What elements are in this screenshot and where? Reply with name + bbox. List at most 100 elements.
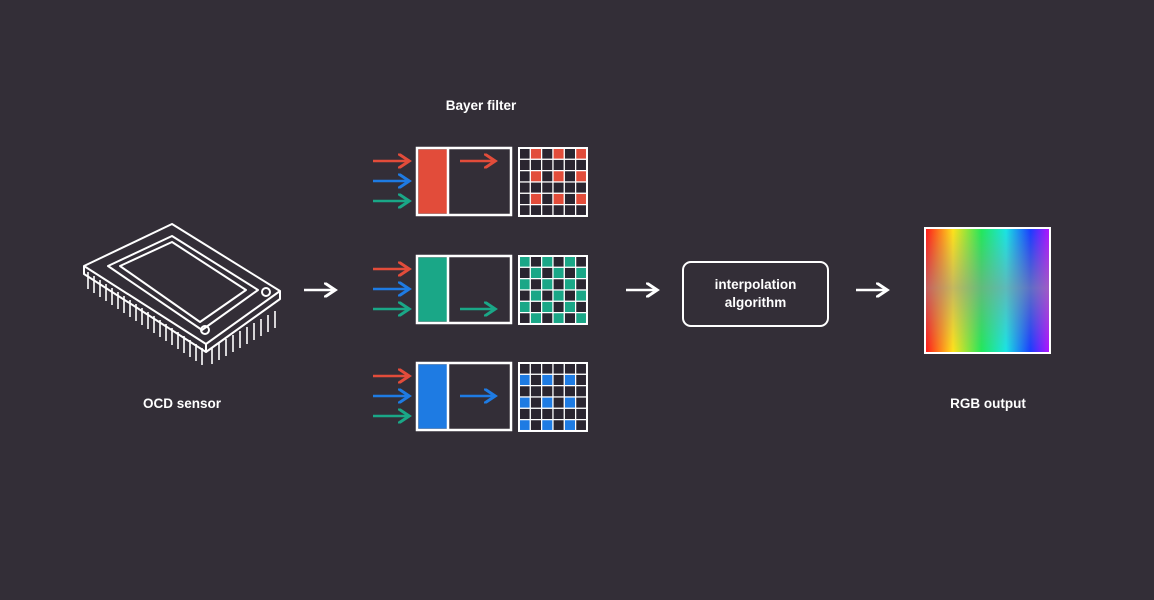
green-mosaic-cell	[563, 289, 577, 302]
green-mosaic-cell	[529, 300, 543, 314]
red-mosaic-cell	[518, 147, 531, 160]
blue-mosaic-cell	[518, 419, 531, 432]
blue-mosaic-cell	[541, 385, 554, 398]
green-mosaic-cell	[518, 278, 531, 291]
blue-mosaic-cell	[575, 407, 588, 421]
red-mosaic-cell	[541, 147, 554, 160]
green-mosaic-cell	[529, 312, 543, 325]
filter-row-red	[373, 146, 588, 217]
filter-row-green	[373, 254, 588, 325]
green-mosaic-cell	[563, 312, 577, 325]
red-mosaic-cell	[552, 192, 565, 206]
green-mosaic-cell	[575, 312, 588, 325]
green-mosaic-cell	[552, 312, 565, 325]
blue-mosaic-cell	[541, 419, 554, 432]
algorithm-label-line1: interpolation	[714, 277, 797, 292]
blue-mosaic-cell	[529, 407, 543, 421]
green-mosaic-cell	[541, 312, 554, 325]
green-mosaic-cell	[563, 278, 577, 291]
blue-mosaic-cell	[575, 419, 588, 432]
red-mosaic-cell	[541, 158, 554, 172]
blue-mosaic-cell	[552, 407, 565, 421]
red-mosaic-cell	[529, 147, 543, 160]
red-mosaic-cell	[541, 170, 554, 183]
green-mosaic-cell	[552, 278, 565, 291]
blue-mosaic-cell	[518, 396, 531, 409]
red-mosaic-cell	[518, 170, 531, 183]
blue-mosaic-cell	[529, 385, 543, 398]
blue-mosaic-cell	[541, 373, 554, 387]
blue-mosaic-cell	[541, 396, 554, 409]
green-mosaic-cell	[575, 266, 588, 280]
red-mosaic-cell	[518, 192, 531, 206]
green-mosaic-cell	[541, 278, 554, 291]
red-mosaic-cell	[552, 204, 565, 217]
red-mosaic-border	[518, 147, 588, 217]
green-mosaic-cell	[575, 278, 588, 291]
blue-mosaic-cell	[575, 385, 588, 398]
rgb-shade-gradient	[926, 229, 1049, 352]
red-mosaic-cell	[518, 204, 531, 217]
red-mosaic-cell	[529, 204, 543, 217]
green-mosaic-cell	[541, 266, 554, 280]
red-mosaic-cell	[529, 170, 543, 183]
blue-mosaic-cell	[529, 419, 543, 432]
algorithm-label-line2: algorithm	[724, 295, 787, 310]
green-mosaic-cell	[518, 312, 531, 325]
red-mosaic-cell	[529, 158, 543, 172]
rgb-output-label: RGB output	[950, 396, 1026, 411]
green-mosaic-cell	[563, 255, 577, 268]
red-mosaic-cell	[563, 170, 577, 183]
blue-mosaic-cell	[575, 362, 588, 375]
red-filter-color-strip	[418, 149, 448, 214]
interpolation-algorithm-box: interpolation algorithm	[682, 261, 829, 327]
green-mosaic-cell	[529, 255, 543, 268]
blue-mosaic-cell	[552, 396, 565, 409]
green-mosaic-cell	[518, 266, 531, 280]
blue-mosaic-cell	[529, 362, 543, 375]
blue-filter-box	[415, 361, 513, 432]
blue-mosaic-cell	[563, 385, 577, 398]
red-mosaic-cell	[575, 147, 588, 160]
red-mosaic-cell	[563, 181, 577, 194]
blue-mosaic-cell	[518, 373, 531, 387]
red-mosaic-cell	[575, 181, 588, 194]
green-mosaic-border	[518, 255, 588, 325]
green-filter-color-strip	[418, 257, 448, 322]
blue-mosaic-cell	[552, 385, 565, 398]
blue-mosaic-cell	[563, 407, 577, 421]
red-mosaic-cell	[529, 192, 543, 206]
green-mosaic-cell	[529, 266, 543, 280]
red-mosaic-cell	[541, 192, 554, 206]
green-mosaic-cell	[575, 300, 588, 314]
green-mosaic-cell	[541, 289, 554, 302]
red-mosaic-cell	[552, 181, 565, 194]
red-mosaic-cell	[552, 170, 565, 183]
blue-mosaic-cell	[529, 396, 543, 409]
green-mosaic-cell	[541, 255, 554, 268]
red-mosaic-cell	[529, 181, 543, 194]
red-mosaic-cell	[575, 170, 588, 183]
green-filter-box	[415, 254, 513, 325]
red-mosaic-cell	[563, 158, 577, 172]
green-mosaic-cell	[552, 266, 565, 280]
blue-mosaic-cell	[541, 362, 554, 375]
blue-mosaic-border	[518, 362, 588, 432]
red-mosaic-cell	[541, 181, 554, 194]
blue-mosaic-cell	[529, 373, 543, 387]
green-mosaic-cell	[552, 255, 565, 268]
blue-mosaic-cell	[518, 362, 531, 375]
blue-mosaic-cell	[518, 407, 531, 421]
red-mosaic-cell	[563, 192, 577, 206]
green-mosaic-cell	[575, 289, 588, 302]
blue-mosaic-cell	[563, 373, 577, 387]
red-mosaic-cell	[575, 158, 588, 172]
green-mosaic-cell	[518, 289, 531, 302]
green-mosaic-cell	[541, 300, 554, 314]
blue-mosaic-cell	[518, 385, 531, 398]
green-mosaic-cell	[529, 278, 543, 291]
blue-mosaic-cell	[552, 362, 565, 375]
green-mosaic-cell	[518, 300, 531, 314]
rgb-output-square	[924, 227, 1051, 354]
sensor-chip-icon	[83, 223, 281, 365]
